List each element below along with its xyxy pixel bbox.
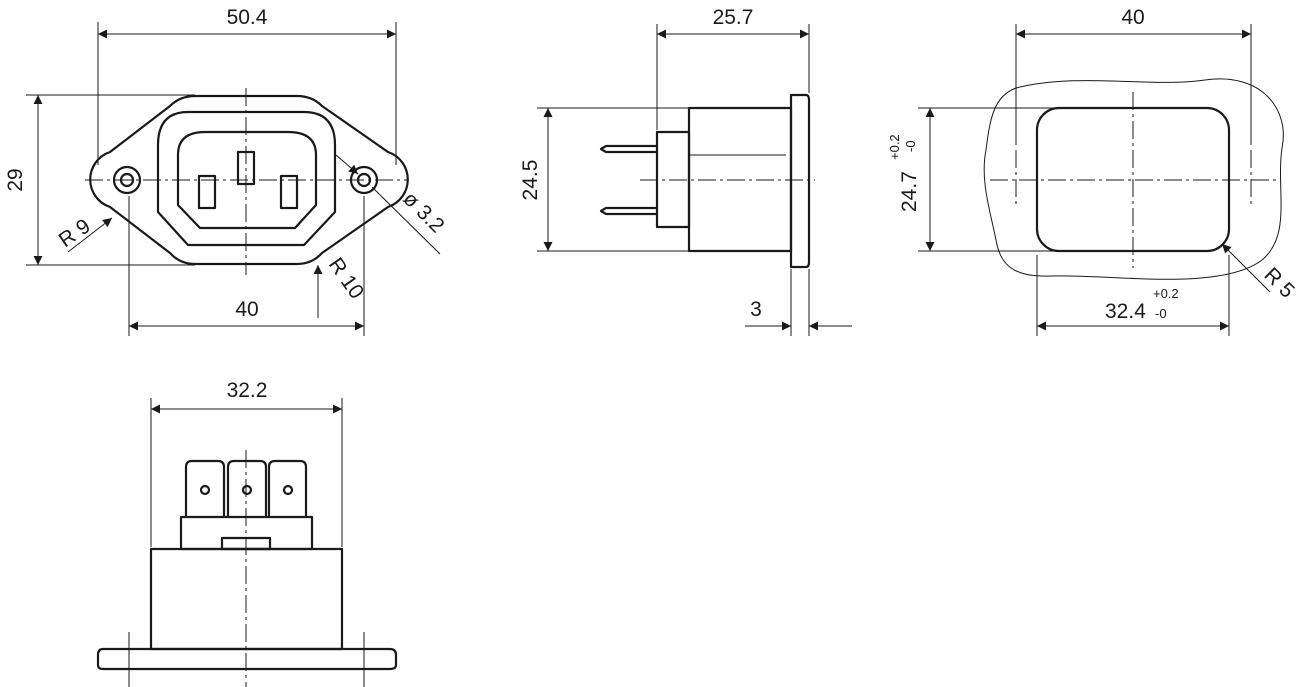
corner-radius-label: R 9 (55, 215, 95, 253)
cutout-height-label: 24.7 (898, 171, 921, 212)
side-view: 25.7 24.5 3 (519, 6, 852, 336)
side-body-height-label: 24.5 (519, 160, 542, 201)
cutout-width-tol-upper: +0.2 (1153, 286, 1179, 301)
panel-breakline (983, 78, 1284, 280)
cutout-view: 40 24.7 +0.2 -0 32.4 +0.2 -0 R 5 (887, 6, 1299, 336)
front-hole-spacing-label: 40 (235, 298, 258, 321)
leader-r9 (67, 217, 113, 253)
terminal-left-hole (199, 484, 211, 496)
cutout-height-tol-upper: +0.2 (887, 134, 902, 160)
front-socket-opening (176, 130, 318, 230)
front-view: 50.4 29 40 R 9 R 10 ø 3.2 (4, 6, 449, 336)
side-flange (789, 93, 811, 269)
side-depth-label: 25.7 (713, 6, 754, 29)
cutout-width-label: 32.4 (1105, 300, 1146, 323)
hole-diameter-label: ø 3.2 (398, 187, 448, 237)
front-flange-outline (89, 94, 409, 266)
flange-thickness-label: 3 (750, 298, 762, 321)
front-inner-frame (156, 110, 337, 247)
bottom-flange (96, 647, 398, 671)
side-terminal-upper (599, 144, 657, 154)
terminal-center (226, 459, 268, 517)
terminal-right (267, 459, 308, 517)
front-overall-width-label: 50.4 (227, 6, 268, 29)
terminal-center-hole (241, 484, 253, 496)
front-overall-height-label: 29 (4, 168, 27, 191)
cutout-height-tol-lower: -0 (903, 140, 918, 152)
terminal-left (184, 459, 226, 517)
neutral-pin-slot (279, 174, 299, 210)
leader-hole-diameter (335, 154, 359, 175)
cutout-hole-spacing-label: 40 (1121, 6, 1144, 29)
side-terminal-lower (599, 206, 657, 216)
cutout-corner-radius-label: R 5 (1259, 263, 1298, 302)
bottom-view: 32.2 (96, 379, 398, 687)
terminal-right-hole (282, 484, 294, 496)
leader-r5 (1221, 243, 1271, 293)
live-pin-slot (197, 174, 217, 210)
bottom-body-width-label: 32.2 (227, 379, 268, 402)
flange-radius-label: R 10 (324, 254, 368, 304)
cutout-width-tol-lower: -0 (1155, 306, 1167, 321)
